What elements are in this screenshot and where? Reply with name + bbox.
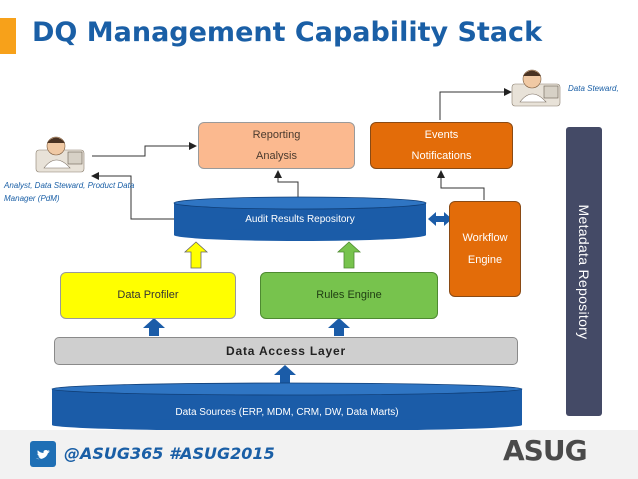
- connector-repository-to-reporting: [274, 170, 299, 198]
- analysis-label: Analysis: [256, 149, 297, 162]
- rules-engine-box: Rules Engine: [260, 272, 438, 319]
- profiler-up-arrow: [183, 241, 209, 269]
- rules-up-arrow: [336, 241, 362, 269]
- repository-workflow-double-arrow: [428, 212, 452, 226]
- notifications-label: Notifications: [411, 149, 472, 162]
- events-notifications-box: Events Notifications: [370, 122, 513, 169]
- events-label: Events: [424, 128, 459, 141]
- title-accent-bar: [0, 18, 16, 54]
- audit-repository-label-wrap: Audit Results Repository: [174, 209, 426, 227]
- connector-analyst-to-reporting: [92, 142, 197, 157]
- asug-logo: ASUG: [503, 434, 588, 467]
- footer-bar: [0, 430, 638, 479]
- reporting-label: Reporting: [252, 128, 301, 141]
- data-sources-label-wrap: Data Sources (ERP, MDM, CRM, DW, Data Ma…: [52, 402, 522, 420]
- analyst-person-icon: [35, 136, 85, 173]
- workflow-engine-box: Workflow Engine: [449, 201, 521, 297]
- connector-repository-to-analyst: [91, 172, 174, 220]
- footer-hashtags: @ASUG365 #ASUG2015: [64, 444, 275, 463]
- audit-repository-label: Audit Results Repository: [245, 214, 355, 225]
- twitter-icon: [30, 441, 56, 467]
- engine-label: Engine: [467, 254, 503, 266]
- slide-title: DQ Management Capability Stack: [32, 17, 543, 48]
- connector-workflow-to-events: [437, 170, 485, 200]
- data-profiler-box: Data Profiler: [60, 272, 236, 319]
- audit-repository-cylinder: [173, 196, 427, 241]
- workflow-label: Workflow: [462, 232, 508, 244]
- data-profiler-label: Data Profiler: [117, 289, 179, 301]
- data-sources-label: Data Sources (ERP, MDM, CRM, DW, Data Ma…: [175, 407, 399, 418]
- metadata-repository-box: Metadata Repository: [566, 127, 602, 416]
- reporting-analysis-box: Reporting Analysis: [198, 122, 355, 169]
- connector-events-to-steward: [439, 88, 512, 120]
- data-sources-cylinder: [51, 382, 523, 431]
- sources-to-dal-arrow: [274, 365, 296, 385]
- data-steward-person-icon: [511, 69, 561, 107]
- data-access-layer-box: Data Access Layer: [54, 337, 518, 365]
- data-access-layer-label: Data Access Layer: [226, 343, 346, 358]
- rules-engine-label: Rules Engine: [316, 289, 382, 301]
- dal-to-profiler-arrow: [143, 318, 165, 336]
- dal-to-rules-arrow: [328, 318, 350, 336]
- data-steward-caption: Data Steward,: [568, 84, 619, 93]
- metadata-repository-label: Metadata Repository: [576, 204, 592, 339]
- analyst-caption: Analyst, Data Steward, Product Data Mana…: [4, 181, 135, 203]
